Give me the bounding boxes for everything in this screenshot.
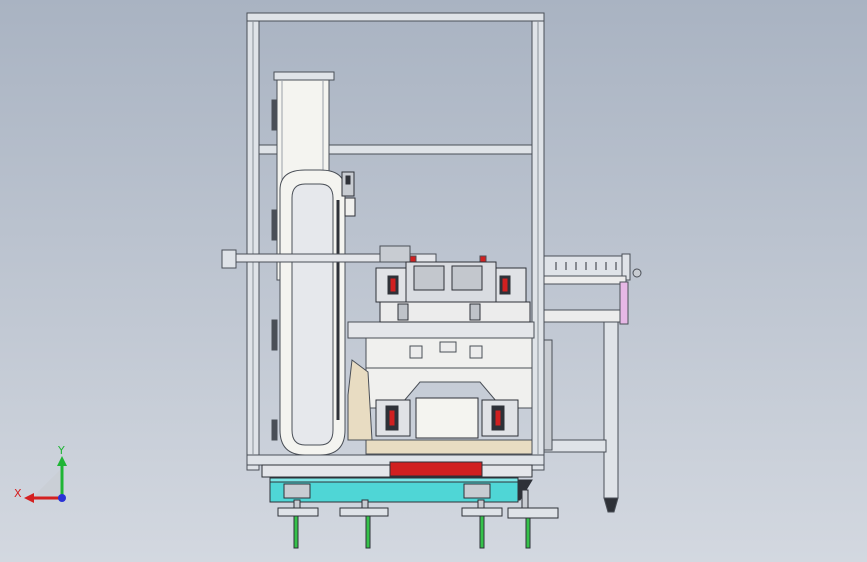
column-cap (273, 71, 335, 81)
foot-1 (277, 499, 319, 549)
triad-cone (30, 470, 60, 500)
leveling-feet (277, 489, 559, 549)
pink-panel (619, 281, 629, 325)
column-brackets (341, 171, 356, 217)
foot-4 (507, 489, 559, 549)
motor-housing (415, 397, 479, 439)
foot-3 (461, 499, 503, 549)
triad-y-label: Y (57, 444, 65, 457)
conveyor-crossbar (543, 439, 607, 453)
lower-roller-assembly[interactable] (375, 397, 519, 439)
table-top (347, 321, 535, 339)
table-lower-shelf (365, 439, 533, 455)
shaft-red-collar-right (479, 255, 487, 263)
right-conveyor[interactable] (543, 253, 642, 513)
triad-x-arrow-icon (24, 493, 34, 503)
center-table[interactable] (347, 321, 535, 455)
frame-beam-top (246, 12, 545, 22)
horizontal-shaft[interactable] (221, 245, 487, 269)
conveyor-knob[interactable] (632, 268, 642, 278)
tan-ramp (347, 359, 373, 441)
base-plate[interactable] (261, 461, 533, 503)
triad-x-label: X (14, 487, 22, 500)
shaft-red-collar-left (409, 255, 417, 263)
foot-2 (339, 499, 389, 549)
triad-y-arrow-icon (57, 456, 67, 466)
conveyor-leg-right (603, 321, 619, 499)
triad-z-origin (58, 494, 66, 502)
coordinate-triad[interactable]: X Y (14, 444, 67, 503)
frame-beam-mid (258, 144, 533, 155)
red-drive-unit (389, 461, 483, 477)
conveyor-top-plate (543, 275, 627, 285)
j-chute[interactable] (279, 169, 346, 456)
upper-clamp-assembly[interactable] (375, 261, 531, 323)
